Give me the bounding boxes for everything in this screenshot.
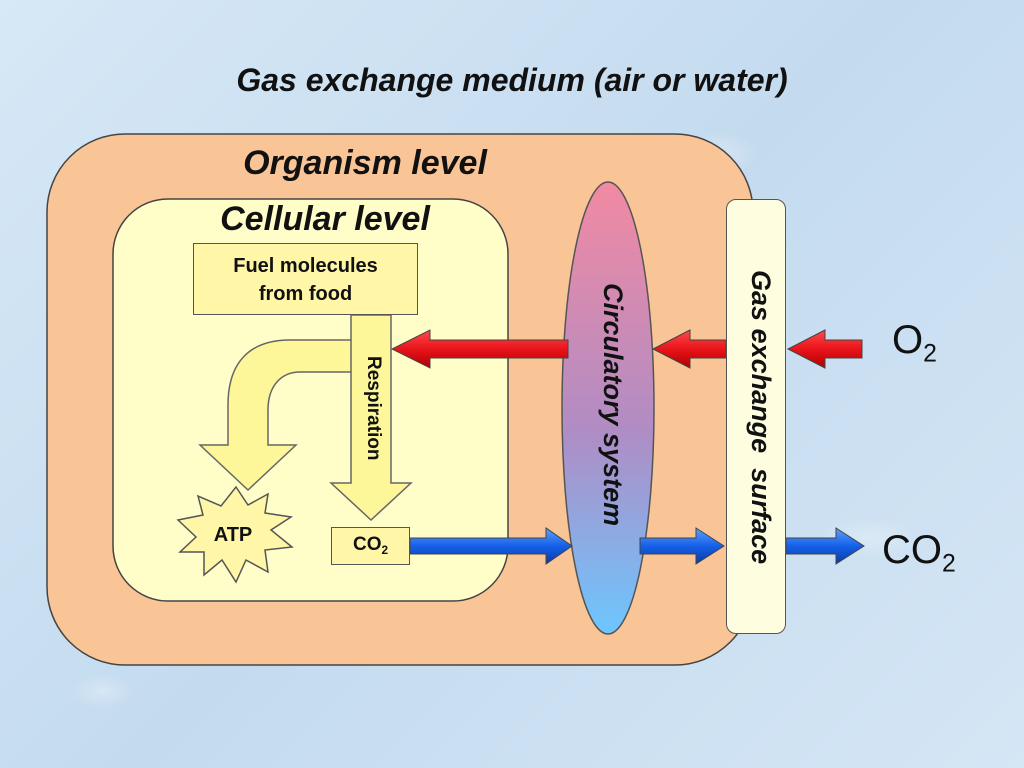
atp-label: ATP [213,524,253,546]
gas-exchange-surface-label: Gas exchange surface [746,270,776,565]
co2-arrow-to-surface [639,527,725,565]
co2-arrow-out-of-cell [409,527,573,565]
co2-outside-subscript: 2 [942,550,956,578]
co2-arrow-out-of-surface [785,527,865,565]
fuel-box-line2: from food [258,283,353,305]
atp-starburst [176,485,294,584]
co2-inner-box: CO2 [331,527,410,565]
co2-outside-label: CO2 [882,528,956,579]
o2-arrow-into-cell [390,329,569,369]
circulatory-system-label: Circulatory system [598,283,628,527]
o2-arrow-into-blood [651,329,727,369]
gas-exchange-surface-box [726,199,786,634]
o2-outside-subscript: 2 [923,340,937,368]
circulatory-system-ellipse [561,181,655,635]
page-title: Gas exchange medium (air or water) [236,62,788,98]
o2-arrow-into-surface [786,329,863,369]
o2-outside-label: O2 [892,318,937,369]
co2-inner-base: CO [352,534,382,555]
cellular-level-label: Cellular level [220,200,430,238]
co2-outside-base: CO [882,528,942,572]
respiration-label: Respiration [363,355,384,461]
respiration-arrow [329,314,413,522]
fuel-molecules-box: Fuel molecules from food [193,243,418,315]
o2-outside-base: O [892,318,924,362]
organism-level-label: Organism level [243,144,487,182]
co2-inner-subscript: 2 [381,544,389,558]
fuel-box-line1: Fuel molecules [233,255,378,277]
atp-curved-arrow [198,339,356,492]
